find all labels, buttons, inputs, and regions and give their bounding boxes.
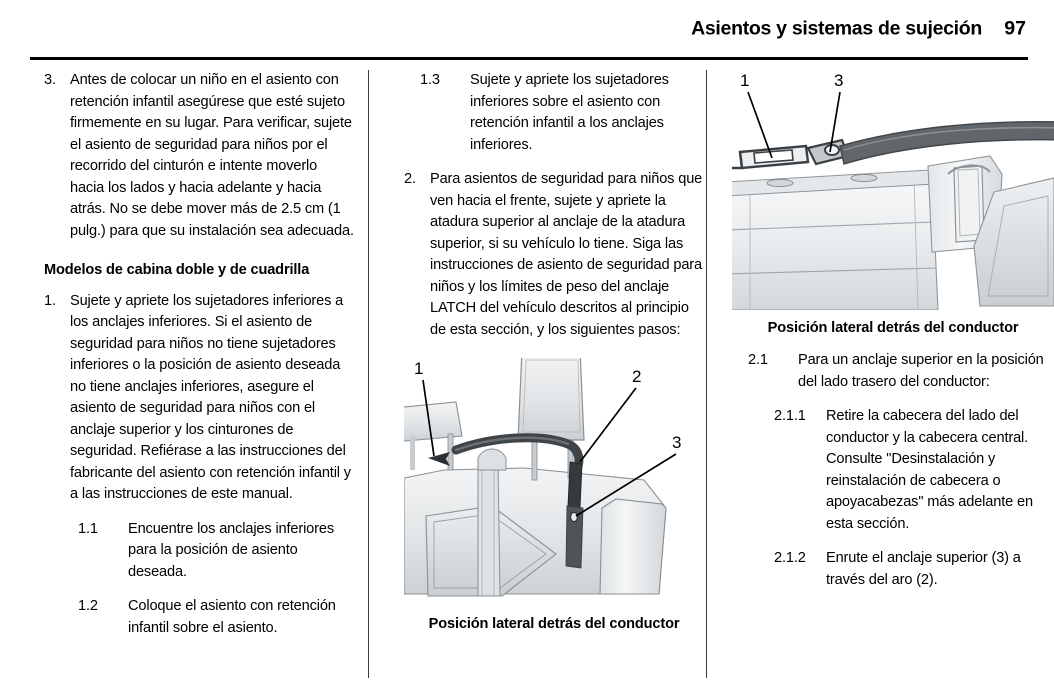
callout-3: 3 <box>834 71 843 90</box>
figure-rear-seatback-tether: 1 3 Posición lateral detrás del conducto… <box>732 70 1054 336</box>
list-item-2: 2. Para asientos de seguridad para niños… <box>404 169 704 341</box>
spacer <box>44 242 354 260</box>
list-item-2-1: 2.1 Para un anclaje superior en la posic… <box>732 350 1054 393</box>
header-rule <box>30 57 1028 60</box>
figure-caption: Posición lateral detrás del conductor <box>428 616 680 632</box>
list-marker: 2.1.1 <box>774 408 806 424</box>
spacer <box>44 583 354 596</box>
callout-1: 1 <box>414 359 423 378</box>
list-marker: 3. <box>44 72 56 88</box>
list-text: Enrute el anclaje superior (3) a través … <box>826 550 1021 588</box>
list-text: Para un anclaje superior en la posición … <box>798 352 1044 390</box>
rear-seatback-tether-strap-illustration: 1 3 <box>732 71 1054 310</box>
callout-1: 1 <box>740 71 749 90</box>
list-text: Sujete y apriete los sujetadores inferio… <box>470 72 669 153</box>
figure-caption: Posición lateral detrás del conductor <box>767 320 1019 336</box>
text-column-1: 3. Antes de colocar un niño en el asient… <box>44 70 354 639</box>
page-title: Asientos y sistemas de sujeción <box>691 17 982 40</box>
list-text: Para asientos de seguridad para niños qu… <box>430 171 703 338</box>
text-column-2: 1.3 Sujete y apriete los sujetadores inf… <box>404 70 704 632</box>
spacer <box>44 282 354 291</box>
section-heading-cabina-doble: Modelos de cabina doble y de cuadrilla <box>44 262 310 278</box>
list-marker: 1.3 <box>420 72 440 88</box>
callout-2: 2 <box>632 367 641 386</box>
list-text: Coloque el asiento con retención infanti… <box>128 598 336 636</box>
list-item-2-1-2: 2.1.2 Enrute el anclaje superior (3) a t… <box>732 548 1054 591</box>
spacer <box>732 336 1054 350</box>
list-item-3: 3. Antes de colocar un niño en el asient… <box>44 70 354 242</box>
list-item-2-1-1: 2.1.1 Retire la cabecera del lado del co… <box>732 406 1054 535</box>
list-marker: 1. <box>44 292 56 309</box>
column-divider-1 <box>368 70 369 678</box>
spacer <box>732 393 1054 406</box>
spacer <box>404 341 704 358</box>
list-text: Sujete y apriete los sujetadores inferio… <box>70 292 351 503</box>
list-marker: 1.2 <box>78 598 98 614</box>
seat-headrest-tether-anchor-illustration: 1 2 3 <box>404 358 681 597</box>
list-text: Encuentre los anclajes inferiores para l… <box>128 520 334 580</box>
column-divider-2 <box>706 70 707 678</box>
list-marker: 1.1 <box>78 520 98 537</box>
list-item-1-2: 1.2 Coloque el asiento con retención inf… <box>44 596 354 639</box>
page-header: Asientos y sistemas de sujeción 97 <box>0 0 1054 60</box>
text-column-3: 1 3 Posición lateral detrás del conducto… <box>732 70 1054 591</box>
list-item-1: 1. Sujete y apriete los sujetadores infe… <box>44 291 354 506</box>
page-number: 97 <box>1004 17 1026 40</box>
list-item-1-3: 1.3 Sujete y apriete los sujetadores inf… <box>404 70 704 156</box>
list-item-1-1: 1.1 Encuentre los anclajes inferiores pa… <box>44 519 354 584</box>
list-marker: 2.1 <box>748 352 768 368</box>
list-text: Retire la cabecera del lado del conducto… <box>826 408 1033 532</box>
list-marker: 2.1.2 <box>774 550 806 566</box>
spacer <box>732 535 1054 548</box>
list-marker: 2. <box>404 171 416 187</box>
spacer <box>404 156 704 169</box>
list-text: Antes de colocar un niño en el asiento c… <box>70 72 354 239</box>
figure-seat-tether-side: 1 2 3 Posición lateral detrás del conduc… <box>404 358 704 632</box>
callout-3: 3 <box>672 433 681 452</box>
spacer <box>44 506 354 519</box>
